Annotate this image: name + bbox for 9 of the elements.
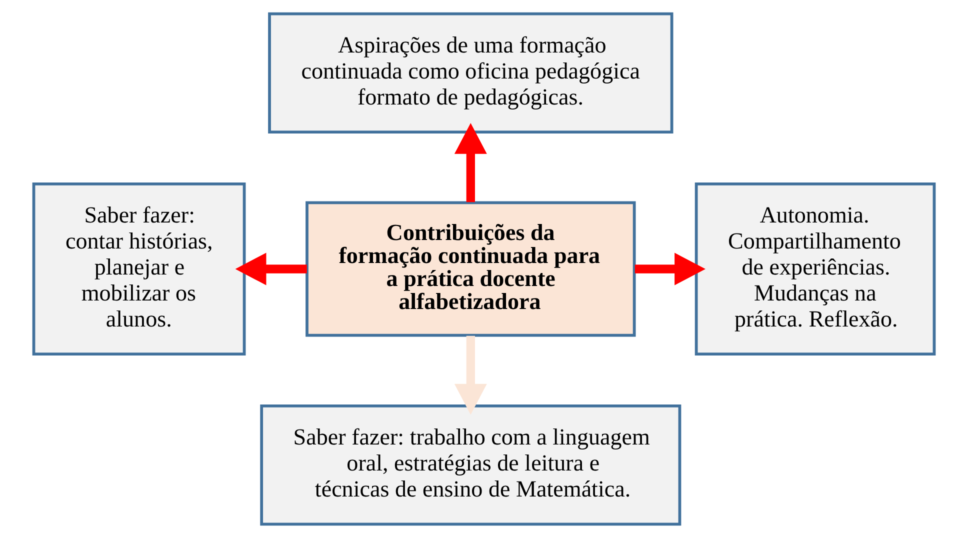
node-box: Aspirações de uma formação continuada como oficina pedagógica formato de pedagógicas.: [268, 12, 674, 134]
arrow: [454, 123, 487, 202]
arrow: [454, 336, 487, 415]
node-box: Saber fazer: contar histórias, planejar e mobilizar os alunos.: [32, 182, 246, 356]
node-box: Contribuições da formação continuada para a prática docente alfabetizadora: [306, 201, 636, 337]
arrow: [235, 252, 307, 286]
node-box: Autonomia. Compartilhamento de experiências. Mudanças na prática. Reflexão.: [694, 182, 936, 356]
arrow: [634, 252, 706, 286]
node-box: Saber fazer: trabalho com a linguagem oral, estratégias de leitura e técnicas de ensino de Matemática.: [260, 404, 682, 526]
